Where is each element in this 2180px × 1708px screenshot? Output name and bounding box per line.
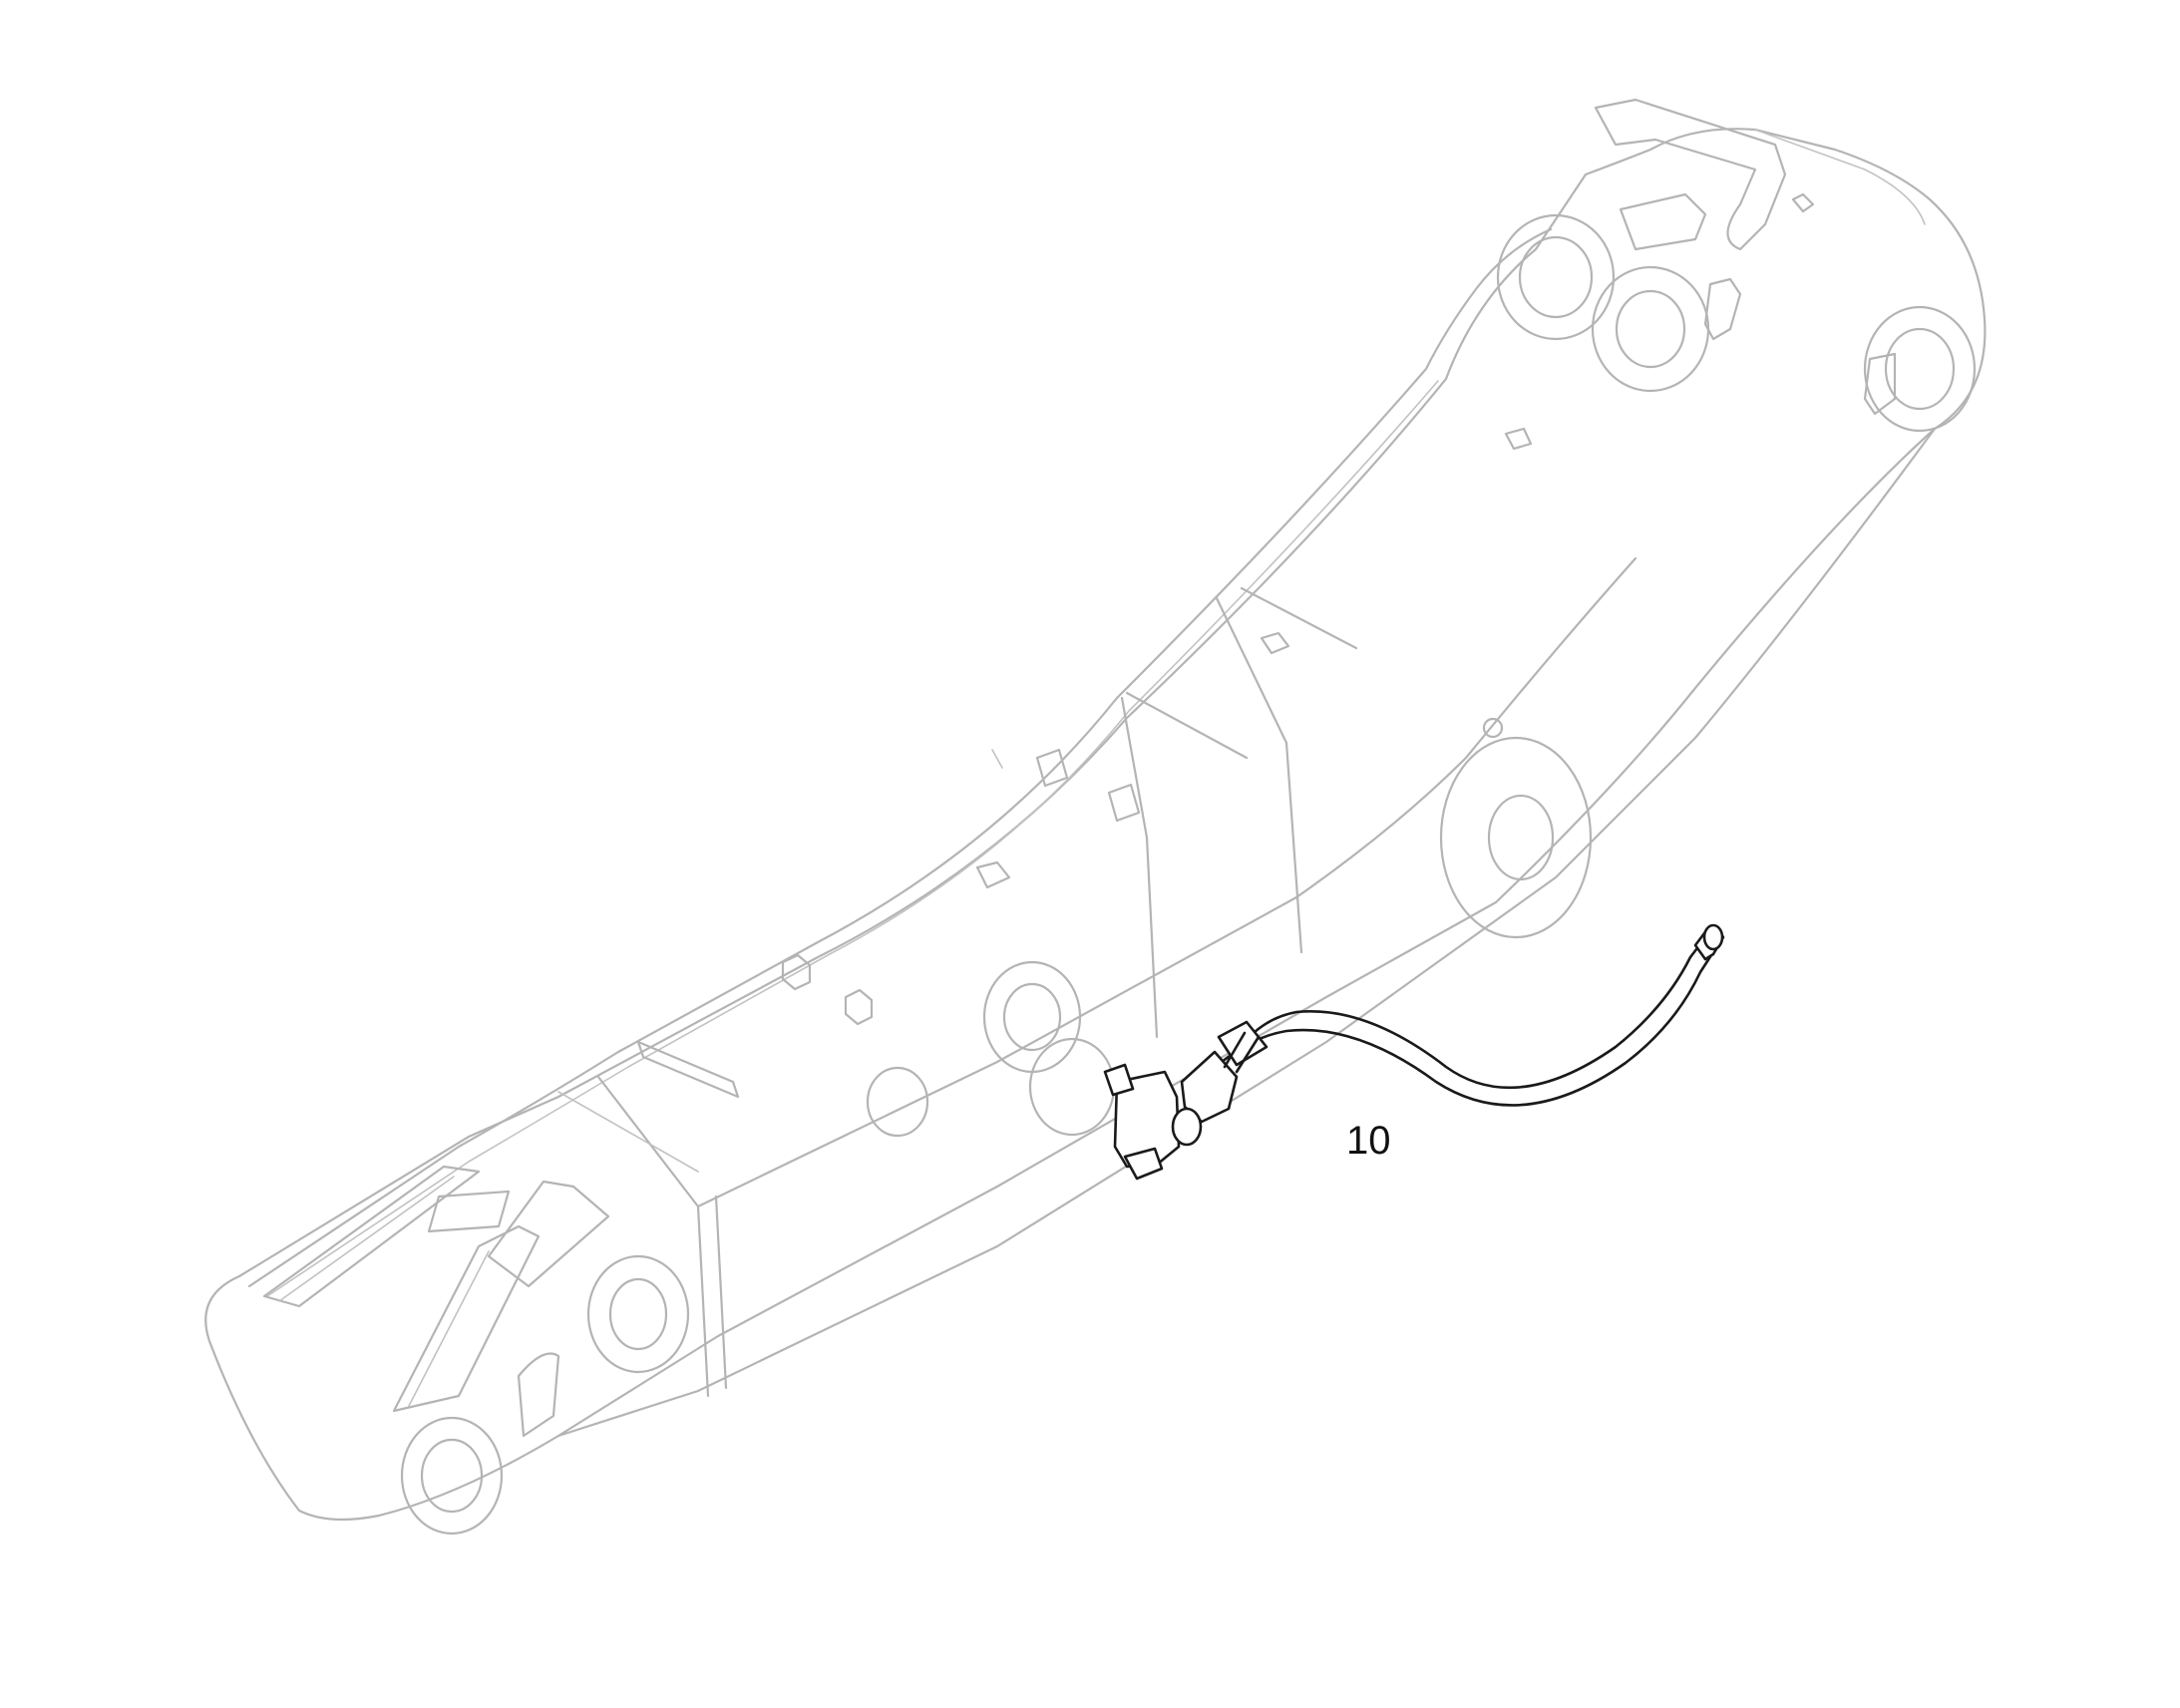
fitting-stem <box>1235 1035 1261 1074</box>
fitting-stem-edge <box>1223 1031 1247 1069</box>
hose-fitting-elbow <box>1180 1050 1239 1124</box>
hose-inner-edge <box>1219 953 1713 1107</box>
fitting-bottom-cap <box>1123 1147 1164 1181</box>
boom-outline <box>204 128 1987 1522</box>
hose-assembly[interactable] <box>1103 923 1725 1181</box>
fitting-port-left <box>1103 1063 1135 1097</box>
hose-end-flange-icon <box>1702 923 1724 951</box>
hose-outer-edge <box>1233 938 1705 1090</box>
fitting-block <box>1113 1070 1181 1169</box>
part-callout-label: 10 <box>1346 1119 1391 1163</box>
boom-foot-end <box>262 1165 690 1536</box>
boom-mid-details <box>636 427 1593 1138</box>
boom-tip-end <box>1496 98 1977 433</box>
fitting-nut-icon <box>1171 1107 1203 1147</box>
